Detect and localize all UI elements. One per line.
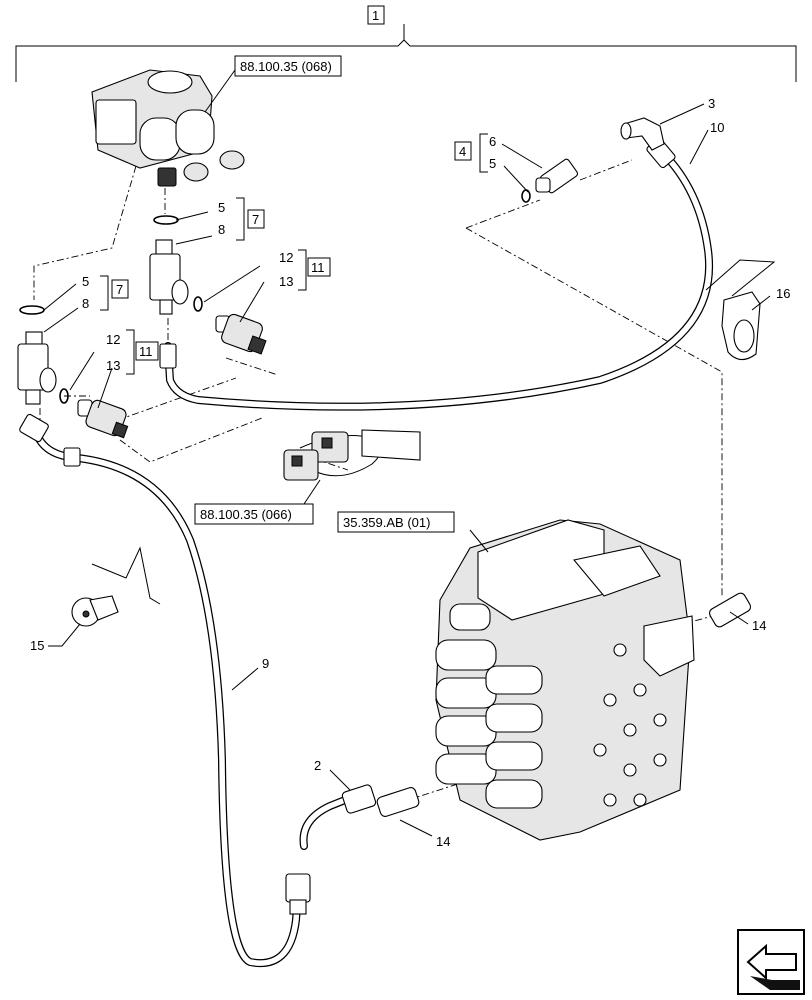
label-6: 6: [489, 134, 496, 149]
elbow-fitting-3: [620, 117, 665, 151]
label-16: 16: [776, 286, 790, 301]
label-14-lower: 14: [436, 834, 450, 849]
pressure-switch-upper: [215, 313, 267, 355]
control-valve-block: [435, 519, 695, 841]
plug-14-upper: [708, 592, 752, 628]
hose-end-fitting: [285, 784, 377, 915]
ref-control-valve: 35.359.AB (01): [343, 515, 430, 530]
arrow-back-icon[interactable]: [737, 929, 805, 995]
ref-harness: 88.100.35 (066): [200, 507, 292, 522]
assembly-bracket: 1: [15, 5, 797, 82]
label-14-upper: 14: [752, 618, 766, 633]
tee-fitting-upper: [149, 239, 189, 315]
label-15: 15: [30, 638, 44, 653]
hose-10: [159, 137, 714, 411]
plug-14-lower: [376, 787, 420, 817]
label-13-upper: 13: [279, 274, 293, 289]
label-5-upper: 5: [218, 200, 225, 215]
tee-fitting-lower: [17, 331, 57, 405]
label-5-kit4: 5: [489, 156, 496, 171]
callout-11-lower: 11: [139, 344, 153, 359]
label-8-lower: 8: [82, 296, 89, 311]
callout-1: 1: [372, 8, 379, 23]
label-5-lower: 5: [82, 274, 89, 289]
label-13-lower: 13: [106, 358, 120, 373]
label-12-lower: 12: [106, 332, 120, 347]
callout-7-lower: 7: [116, 282, 123, 297]
wiring-harness: [283, 429, 421, 481]
label-8-upper: 8: [218, 222, 225, 237]
clamp-15: [71, 546, 161, 627]
pressure-switch-lower: [77, 399, 129, 439]
label-3: 3: [708, 96, 715, 111]
clamp-16: [705, 259, 776, 361]
label-10: 10: [710, 120, 724, 135]
solenoid-valve-block: [91, 69, 245, 187]
callout-11-upper: 11: [311, 260, 325, 275]
label-2: 2: [314, 758, 321, 773]
label-9: 9: [262, 656, 269, 671]
label-12-upper: 12: [279, 250, 293, 265]
callout-7-upper: 7: [252, 212, 259, 227]
hose-9: [19, 413, 302, 968]
adapter-6: [535, 158, 579, 194]
ref-solenoid-valve: 88.100.35 (068): [240, 59, 332, 74]
callout-4: 4: [459, 144, 466, 159]
